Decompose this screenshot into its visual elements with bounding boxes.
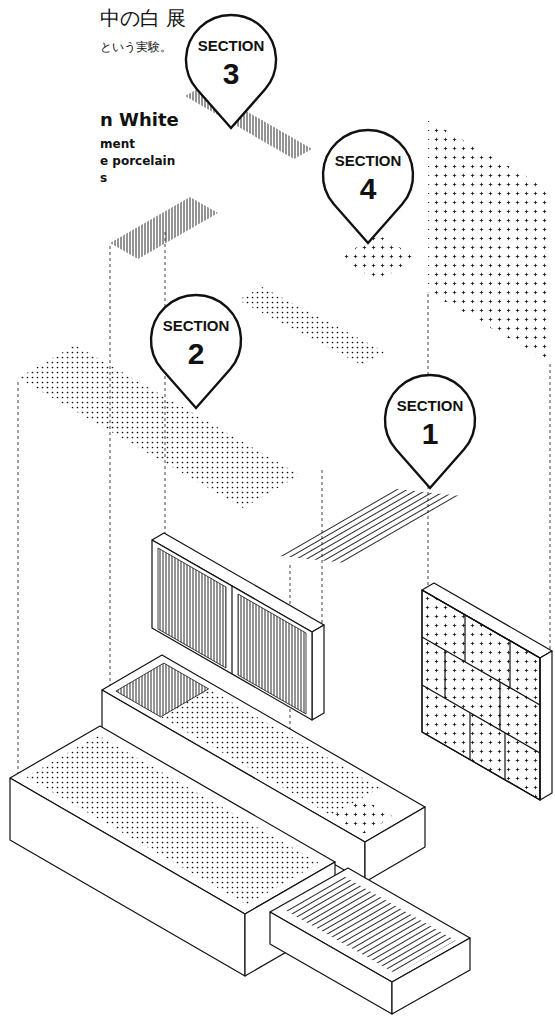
shelf-unit-part [504, 733, 505, 780]
section-pin: SECTION 3 [183, 13, 279, 131]
shelf-unit-part [540, 651, 552, 800]
section-areas-part [18, 345, 300, 508]
shelf-unit [422, 583, 552, 800]
wall-cabinet-part [158, 548, 226, 668]
shelf-unit-part [464, 615, 465, 662]
middle-platform-part [332, 798, 394, 834]
section-areas-part [428, 120, 550, 362]
dashed-guides-part [18, 382, 19, 778]
shelf-unit-part [499, 682, 500, 730]
section-areas [18, 86, 550, 563]
wall-cabinet [152, 533, 324, 720]
shelf-unit-part [422, 685, 540, 753]
exhibition-title: 中の白 展 [98, 6, 188, 30]
wall-cabinet-part [238, 594, 306, 714]
dashed-guides-part [165, 232, 166, 534]
shelf-unit-part [509, 641, 510, 688]
shelf-unit-part [469, 713, 470, 760]
section-pin: SECTION 4 [320, 128, 416, 246]
section-areas-part [238, 287, 385, 365]
shelf-unit-part [422, 590, 540, 800]
section-heading: SECTION [320, 152, 416, 170]
section-areas-part [280, 489, 462, 563]
wall-cabinet-part [152, 540, 312, 720]
section-number: 2 [148, 337, 244, 370]
section-pin: SECTION 1 [382, 373, 478, 491]
pin-shape [385, 375, 475, 488]
pin-shape [186, 15, 276, 128]
section-heading: SECTION [148, 317, 244, 335]
pin-shape [151, 295, 241, 408]
shelf-unit-part [444, 650, 445, 698]
front-platform [270, 868, 470, 1014]
title-english: n White [98, 109, 181, 131]
section-heading: SECTION [382, 397, 478, 415]
dashed-guides-part [550, 364, 551, 651]
section-number: 4 [320, 172, 416, 205]
front-platform-part [284, 876, 455, 974]
pin-shape [323, 130, 413, 243]
section-heading: SECTION [183, 37, 279, 55]
shelf-unit-part [422, 590, 540, 800]
section-areas-part [338, 235, 418, 281]
section-number: 3 [183, 57, 279, 90]
subtitle-english: s [98, 171, 109, 185]
left-platform-part [26, 735, 319, 904]
dashed-guides-part [322, 470, 323, 625]
section-pin: SECTION 2 [148, 293, 244, 411]
wall-cabinet-part [231, 586, 232, 674]
subtitle-english: ment [98, 137, 137, 151]
subtitle-english: e porcelain [98, 154, 177, 168]
section-areas-part [110, 197, 218, 259]
dashed-guides [18, 232, 550, 915]
wall-cabinet-part [312, 625, 324, 720]
subtitle-japanese: という実験。 [98, 40, 174, 54]
dashed-guides-part [110, 246, 111, 690]
section-number: 1 [382, 417, 478, 450]
